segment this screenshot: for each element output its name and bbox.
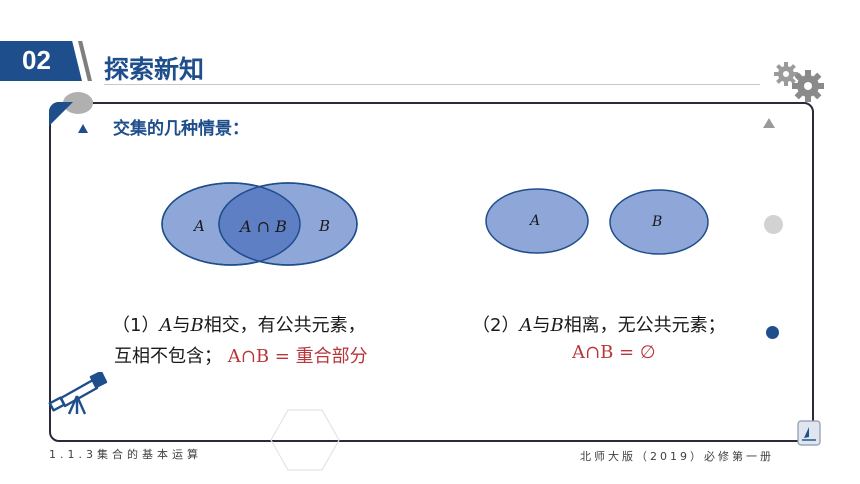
hexagon-decor — [270, 409, 340, 471]
section-number: 02 — [22, 45, 51, 75]
set-b-ellipse-2 — [609, 189, 709, 255]
gear-icon — [774, 62, 824, 102]
decor-blob — [63, 92, 93, 114]
caption-2-line-2: A∩B = ∅ — [572, 342, 656, 363]
footer-lesson: 1.1.3集合的基本运算 — [49, 448, 202, 461]
caption-1-line2: 互相不包含； — [114, 346, 222, 367]
label-intersection: A ∩ B — [238, 217, 287, 236]
nav-dot-inactive[interactable] — [764, 215, 783, 234]
content-heading: 交集的几种情景： — [113, 119, 249, 139]
set-a-ellipse-2 — [485, 188, 589, 254]
intersection-region — [219, 183, 300, 265]
content-panel — [49, 102, 814, 442]
caption-1-var-b: B — [190, 315, 204, 336]
section-title: 探索新知 — [104, 55, 205, 84]
caption-1-prefix: （1） — [112, 315, 160, 336]
label-a-2: A — [528, 213, 540, 229]
label-a-1: A — [192, 217, 205, 235]
caption-2-text2: 相离，无公共元素； — [563, 315, 726, 336]
title-divider — [104, 84, 760, 85]
caption-2-text1: 与 — [532, 315, 551, 336]
caption-1-line-2: 互相不包含； A∩B = 重合部分 — [114, 342, 368, 368]
caption-1-text1: 与 — [172, 315, 191, 336]
bullet-triangle-icon — [78, 124, 88, 133]
footer-edition: 北师大版（2019）必修第一册 — [580, 450, 774, 463]
section-number-tab: 02 — [0, 41, 82, 81]
caption-2-line-1: （2）A与B相离，无公共元素； — [472, 311, 726, 337]
caption-1-formula: A∩B = 重合部分 — [227, 346, 368, 367]
label-b-1: B — [318, 217, 330, 235]
caption-2-prefix: （2） — [472, 315, 520, 336]
caption-1-text2: 相交，有公共元素， — [203, 315, 366, 336]
label-b-2: B — [651, 214, 662, 230]
caption-2-formula: A∩B = ∅ — [572, 342, 656, 363]
nav-dot-active[interactable] — [766, 326, 779, 339]
caption-2-var-b: B — [550, 315, 564, 336]
diagram-intersecting: A A ∩ B B — [161, 182, 358, 266]
diagram-disjoint: A B — [485, 188, 709, 255]
scroll-up-icon[interactable] — [763, 118, 775, 128]
caption-1-line-1: （1）A与B相交，有公共元素， — [112, 311, 366, 337]
caption-1-var-a: A — [159, 315, 173, 336]
telescope-icon — [48, 372, 108, 415]
caption-2-var-a: A — [519, 315, 533, 336]
book-icon[interactable] — [797, 420, 821, 446]
